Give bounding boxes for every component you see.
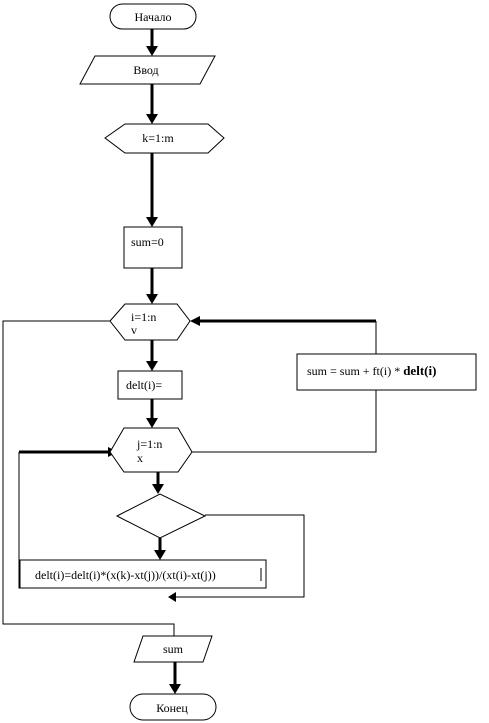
loop-j-sub: x <box>137 451 143 465</box>
arrow-to-decision <box>152 484 164 494</box>
arrow-to-loop-i-return <box>190 316 200 326</box>
update-sum-text: sum = sum + ft(i) * <box>307 364 403 378</box>
arrow-to-loop-j <box>146 418 158 428</box>
loop-i-sub: v <box>131 323 137 337</box>
arrow-to-delt-init <box>146 361 158 371</box>
arrow-to-end <box>169 684 181 694</box>
delt-init-block <box>117 370 183 400</box>
arrow-bypass-return <box>168 592 176 602</box>
output-label: sum <box>163 642 184 656</box>
connector-loopi-exit <box>2 320 175 636</box>
input-label: Ввод <box>133 63 158 77</box>
init-sum-block <box>123 226 183 269</box>
loop-k-label: k=1:m <box>142 131 174 145</box>
loop-j-block <box>109 427 193 473</box>
delt-init-label: delt(i)= <box>126 378 162 392</box>
arrow-to-sum-init <box>146 217 158 227</box>
arrow-to-loop-k <box>146 114 158 124</box>
delt-calc-label: delt(i)=delt(i)*(x(k)-xt(j))/(xt(i)-xt(j… <box>35 568 216 582</box>
decision-block <box>115 493 207 539</box>
end-terminator <box>129 693 217 721</box>
start-terminator <box>109 3 197 30</box>
loop-k-block <box>104 123 225 154</box>
end-label: Конец <box>156 701 188 715</box>
input-block <box>79 55 216 85</box>
arrow-to-input <box>146 46 158 56</box>
loop-i-block <box>109 303 191 341</box>
arrow-to-calc <box>154 550 166 560</box>
connector-loopj-exit <box>192 390 377 453</box>
connector-decision-bypass <box>176 514 305 598</box>
start-label: Начало <box>135 10 172 24</box>
delt-calc-block <box>19 559 267 589</box>
update-sum-label: sum = sum + ft(i) * delt(i) <box>307 363 436 378</box>
update-sum-bold: delt(i) <box>403 363 436 378</box>
loop-j-label: j=1:n <box>136 437 162 451</box>
output-block <box>133 635 213 663</box>
init-sum-label: sum=0 <box>131 235 164 249</box>
arrow-to-loop-i <box>146 294 158 304</box>
update-sum-block <box>296 353 477 391</box>
loop-i-label: i=1:n <box>131 310 156 324</box>
